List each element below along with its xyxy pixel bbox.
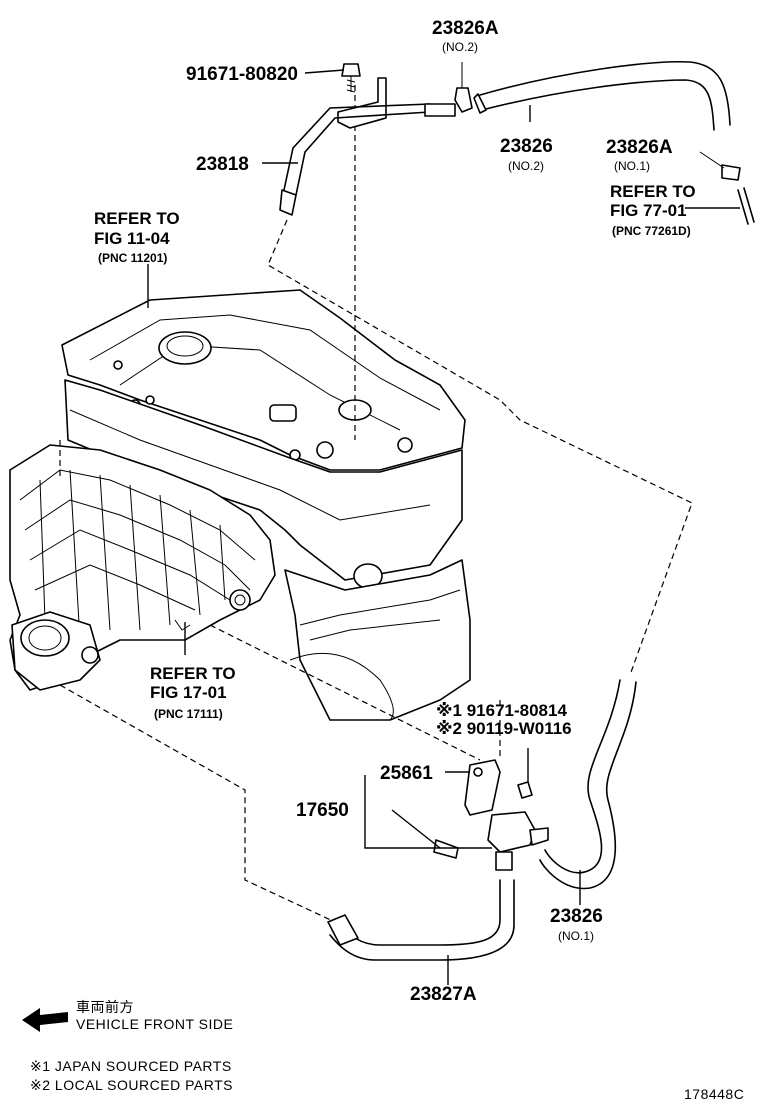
figure-id: 178448C — [684, 1086, 744, 1102]
refer-17-line3: (PNC 17111) — [154, 707, 223, 721]
note-local-sourced: ※2 LOCAL SOURCED PARTS — [30, 1077, 233, 1093]
hose-23826-no2 — [473, 60, 731, 131]
label-91671-80814: ※1 91671-80814 — [436, 701, 567, 720]
label-23826-no2-sub: (NO.2) — [508, 159, 544, 173]
engine-assembly — [9, 289, 471, 721]
label-23826-no1: 23826 — [550, 906, 603, 927]
note-japan-sourced: ※1 JAPAN SOURCED PARTS — [30, 1058, 232, 1074]
label-23826A-no1: 23826A — [606, 137, 673, 158]
hose-23827A — [327, 879, 515, 961]
refer-17-line2: FIG 17-01 — [150, 683, 227, 702]
pcv-valve-assembly — [433, 759, 549, 871]
label-23826-no1-sub: (NO.1) — [558, 929, 594, 943]
label-23827A: 23827A — [410, 984, 477, 1005]
bolt-91671-80820 — [341, 63, 361, 93]
refer-11-line2: FIG 11-04 — [94, 229, 170, 248]
refer-11-line3: (PNC 11201) — [98, 251, 167, 265]
label-90119-W0116: ※2 90119-W0116 — [436, 719, 572, 738]
label-91671-80820: 91671-80820 — [186, 64, 298, 85]
refer-11-line1: REFER TO — [94, 209, 180, 228]
leader-lines — [262, 69, 740, 985]
routing-lines — [59, 85, 693, 923]
label-23818: 23818 — [196, 154, 249, 175]
label-23826A-no1-sub: (NO.1) — [614, 159, 650, 173]
hose-stub-right — [737, 189, 749, 225]
clamp-23826A-no1 — [699, 151, 741, 181]
front-side-jp: 車両前方 — [76, 999, 134, 1015]
front-side-en: VEHICLE FRONT SIDE — [76, 1016, 233, 1032]
label-23826-no2: 23826 — [500, 136, 553, 157]
refer-77-line2: FIG 77-01 — [610, 201, 687, 220]
refer-77-line1: REFER TO — [610, 182, 696, 201]
hose-23826-no1 — [539, 679, 637, 890]
label-23826A-no2-sub: (NO.2) — [442, 40, 478, 54]
label-17650: 17650 — [296, 800, 349, 821]
label-25861: 25861 — [380, 763, 433, 784]
ventilation-pipe-23818 — [279, 77, 456, 216]
clamp-23826A-no2 — [454, 62, 473, 113]
refer-17-line1: REFER TO — [150, 664, 236, 683]
refer-77-line3: (PNC 77261D) — [612, 224, 691, 238]
front-direction-legend: 車両前方 VEHICLE FRONT SIDE — [22, 999, 233, 1032]
label-23826A-no2: 23826A — [432, 18, 499, 39]
arrow-left-icon — [22, 1008, 68, 1032]
